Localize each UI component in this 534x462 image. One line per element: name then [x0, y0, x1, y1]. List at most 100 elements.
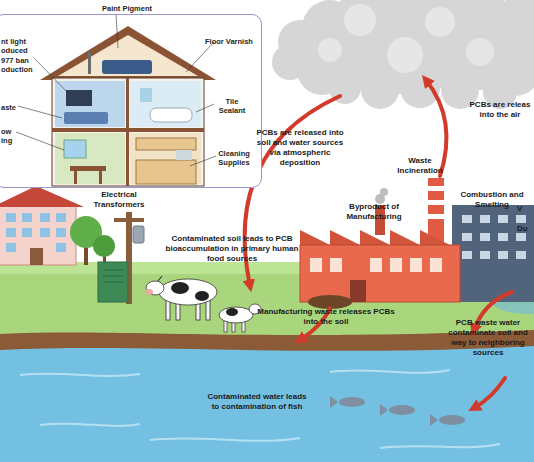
tree — [93, 235, 115, 257]
calf — [226, 308, 238, 316]
house-cutaway — [136, 138, 196, 150]
apartment-house — [56, 228, 66, 237]
cloud-highlight — [318, 38, 342, 62]
leader-line — [16, 14, 216, 166]
house-cutaway — [140, 88, 152, 102]
house-cutaway — [126, 78, 129, 186]
flow-arrow — [474, 378, 505, 408]
office-building — [462, 233, 472, 241]
house-label: Paint Pigment — [87, 4, 167, 13]
leader-line — [196, 104, 214, 112]
leader-line — [190, 156, 216, 166]
cloud — [272, 0, 534, 109]
cow — [171, 282, 189, 294]
cow — [159, 279, 217, 305]
house-cutaway — [40, 26, 216, 186]
leader-line — [18, 106, 62, 118]
callout-label: Contaminated soil leads to PCB bioaccumu… — [156, 234, 308, 264]
utility-pole — [103, 270, 123, 271]
callout-label: Waste Incineration — [392, 156, 448, 176]
river — [20, 374, 140, 376]
apartment-house — [40, 228, 50, 237]
apartment-house — [30, 248, 43, 265]
factory — [310, 258, 322, 272]
apartment-house — [56, 243, 66, 252]
house-label: Floor Varnish — [205, 37, 263, 46]
callout-label: PCBs are released into soil and water so… — [252, 128, 348, 168]
calf — [219, 304, 261, 332]
office-building — [462, 251, 472, 259]
apartment-house — [40, 213, 50, 222]
fish — [389, 405, 415, 415]
cloud — [361, 71, 399, 109]
office-building — [462, 215, 472, 223]
utility-pole — [114, 218, 144, 222]
house-cutaway — [136, 160, 196, 184]
apartment-house — [6, 213, 16, 222]
office-building — [498, 233, 508, 241]
cloud-highlight — [318, 4, 494, 73]
cloud-highlight — [387, 37, 423, 73]
callout-label: PCB waste water contaminate soil and way… — [442, 318, 534, 358]
house-cutaway — [130, 133, 201, 184]
house-cutaway — [70, 166, 106, 171]
tree — [70, 216, 115, 266]
apartment-house — [6, 243, 16, 252]
smoke — [375, 188, 388, 204]
callout-label: Byproduct of Manufacturing — [338, 202, 410, 222]
cow — [145, 276, 217, 320]
cloud-highlight — [344, 4, 376, 36]
office-building — [480, 251, 490, 259]
river — [150, 438, 300, 441]
factory — [428, 186, 444, 191]
house-cutaway — [55, 133, 125, 184]
leader-line — [116, 14, 118, 48]
fish — [330, 396, 338, 408]
factory — [300, 245, 460, 302]
apartment-house — [22, 213, 32, 222]
house-cutaway — [88, 52, 91, 74]
cow — [145, 289, 153, 295]
house-label: nt light oduced 977 ban oduction — [1, 37, 41, 75]
utility-pole — [98, 262, 128, 302]
factory — [430, 258, 442, 272]
apartment-house — [56, 213, 66, 222]
callout-label: Electrical Transformers — [84, 190, 154, 210]
house-label: Tile Sealant — [213, 97, 251, 116]
cow — [166, 300, 170, 320]
office-building — [516, 215, 526, 223]
river — [330, 370, 450, 373]
factory — [350, 280, 366, 302]
office-building — [516, 251, 526, 259]
house-label: aste — [1, 103, 31, 112]
utility-pole — [103, 282, 123, 283]
apartment-house — [0, 186, 84, 207]
office-building — [498, 251, 508, 259]
house-cutaway — [130, 81, 201, 127]
factory — [390, 258, 402, 272]
house-cutaway — [176, 150, 192, 160]
cloud-highlight — [425, 7, 455, 37]
callout-label: Contaminated water leads to contaminatio… — [206, 392, 308, 412]
house-cutaway — [64, 140, 86, 158]
cow — [146, 281, 164, 295]
house-label: Cleaning Supplies — [211, 149, 257, 168]
cow — [206, 300, 210, 320]
cow — [195, 291, 209, 301]
house-cutaway — [102, 60, 152, 74]
cloud — [504, 0, 534, 38]
office-building — [480, 215, 490, 223]
callout-label: PCBs are releas into the air — [466, 100, 534, 120]
house-cutaway — [150, 108, 192, 122]
callout-label: V Du — [517, 199, 530, 239]
apartment-house — [6, 228, 16, 237]
office-building — [516, 233, 526, 241]
factory — [300, 178, 460, 302]
house-cutaway — [99, 171, 102, 184]
office-building — [498, 215, 508, 223]
house-cutaway — [52, 78, 204, 186]
callout-label: Manufacturing waste releases PCBs into t… — [256, 307, 396, 327]
leader-line — [186, 42, 214, 72]
office-building — [452, 205, 534, 302]
factory — [428, 200, 444, 205]
